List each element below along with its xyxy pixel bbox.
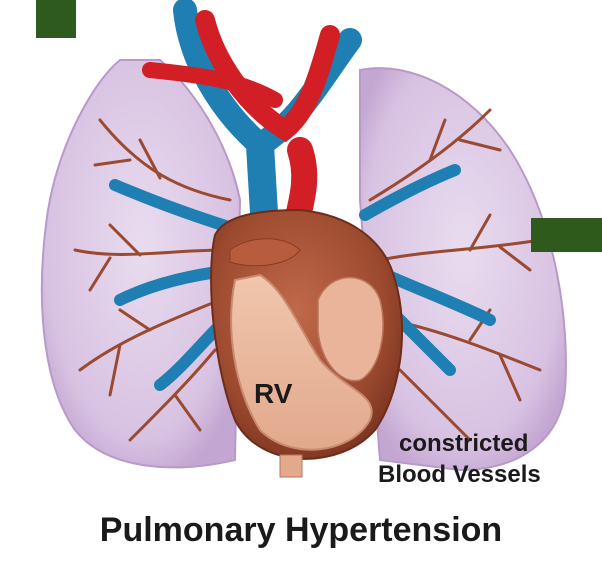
rv-label: RV xyxy=(254,378,292,410)
constricted-label: constricted xyxy=(399,430,528,458)
blood-vessels-label: Blood Vessels xyxy=(378,461,541,489)
descending-aorta xyxy=(280,455,302,477)
redaction-box xyxy=(531,218,602,252)
redaction-box xyxy=(36,0,76,38)
left-lung xyxy=(42,60,240,467)
diagram-title: Pulmonary Hypertension xyxy=(0,510,602,550)
